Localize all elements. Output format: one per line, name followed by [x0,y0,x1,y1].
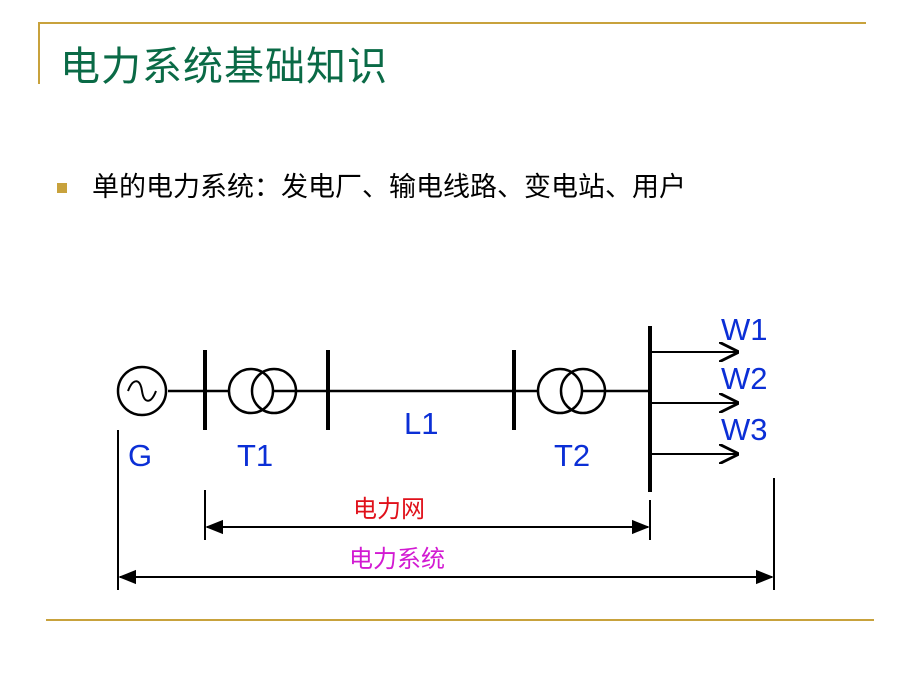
top-rule [38,22,866,24]
label-g: G [128,438,152,473]
left-rule [38,22,40,84]
label-t1: T1 [237,438,273,473]
power-system-label: 电力系统 [349,545,445,573]
bullet-square-icon [57,183,67,193]
bottom-rule [46,619,874,621]
generator-symbol [116,365,168,417]
label-t2: T2 [554,438,590,473]
label-w3: W3 [721,412,768,447]
slide-title: 电力系统基础知识 [60,44,388,90]
label-w2: W2 [721,361,768,396]
power-grid-label: 电力网 [353,495,425,523]
label-w1: W1 [721,312,768,347]
bullet-text: 单的电力系统：发电厂、输电线路、变电站、用户 [92,172,686,203]
transformer-t1-symbol [227,367,298,415]
transformer-t2-symbol [536,367,607,415]
label-l1: L1 [404,406,438,441]
